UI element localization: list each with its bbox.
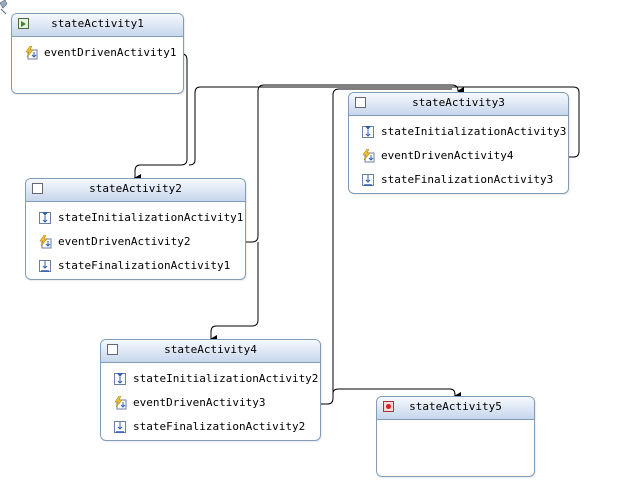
state-title: stateActivity4 [164,343,257,356]
activity-label: stateInitializationActivity3 [381,125,567,138]
state-icon [355,97,366,108]
state-title: stateActivity2 [89,182,182,195]
state-icon [32,183,43,194]
state-activity-1[interactable]: stateActivity1 eventDrivenActivity1 [11,13,184,94]
transition-s2-to-s4[interactable] [210,242,259,343]
initial-state-icon [18,18,29,29]
activity-label: eventDrivenActivity2 [58,235,191,248]
event-driven-icon [114,396,127,410]
state-initialization-icon [114,373,126,385]
state-finalization-icon [362,174,374,186]
state-initialization-icon [362,126,374,138]
activity-label: stateInitializationActivity2 [133,372,319,385]
corner-glyph-icon [0,0,8,15]
state-header[interactable]: stateActivity5 [377,397,534,420]
state-activity-4[interactable]: stateActivity4 stateInitializationActivi… [100,339,321,441]
state-activity-5[interactable]: stateActivity5 [376,396,535,477]
state-title: stateActivity5 [409,400,502,413]
activity-label: eventDrivenActivity4 [381,149,514,162]
completed-state-icon [383,401,394,412]
state-header[interactable]: stateActivity1 [12,14,183,37]
event-driven-icon [25,46,38,60]
activity-label: eventDrivenActivity1 [44,46,177,59]
activity-label: stateFinalizationActivity1 [58,259,231,272]
state-icon [107,344,118,355]
event-driven-icon [39,235,52,249]
state-initialization-icon [39,212,51,224]
state-finalization-icon [114,421,126,433]
state-header[interactable]: stateActivity2 [26,179,245,202]
state-title: stateActivity1 [51,17,144,30]
transition-s3-to-s2[interactable] [188,86,580,166]
activity-label: stateFinalizationActivity2 [133,420,306,433]
activity-label: stateFinalizationActivity3 [381,173,554,186]
state-finalization-icon [39,260,51,272]
state-activity-3[interactable]: stateActivity3 stateInitializationActivi… [348,92,569,194]
transition-s4-to-s5[interactable] [332,388,461,400]
activity-label: eventDrivenActivity3 [133,396,266,409]
event-driven-icon [362,149,375,163]
transition-s4-to-s3[interactable] [269,88,452,405]
transition-s1-to-s2[interactable] [134,53,188,182]
state-header[interactable]: stateActivity4 [101,340,320,363]
activity-label: stateInitializationActivity1 [58,211,244,224]
state-activity-2[interactable]: stateActivity2 stateInitializationActivi… [25,178,246,280]
state-title: stateActivity3 [412,96,505,109]
state-header[interactable]: stateActivity3 [349,93,568,116]
